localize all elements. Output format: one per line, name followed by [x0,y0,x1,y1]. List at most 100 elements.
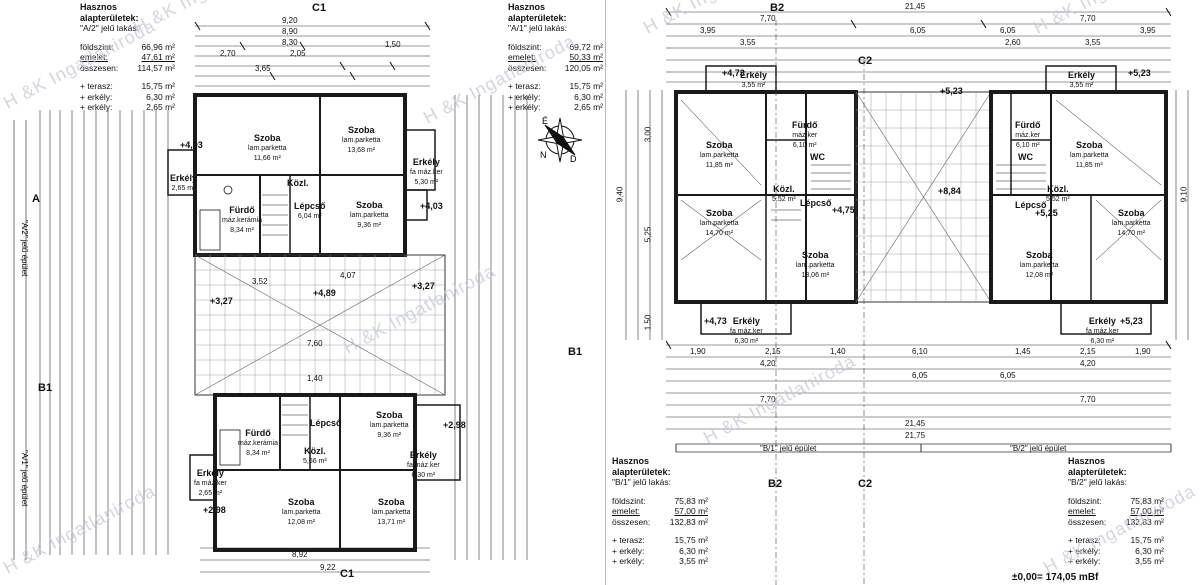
dim-label: 7,70 [760,14,776,23]
info-block-b1: Hasznos alapterületek: "B/1" jelű lakás:… [612,456,708,567]
room-label: Közl. [287,178,309,188]
level-mark: +2,98 [203,505,226,515]
room-label: Szoba lam.parketta 14,70 m² [1112,208,1151,237]
sheet-divider [605,0,606,585]
level-mark: +4,73 [722,68,745,78]
info-subtitle: "A/1" jelű lakás: [508,23,567,33]
info-row: emelet:47,61 m² [80,52,175,62]
section-mark-b1-right: B1 [568,346,583,358]
info-row: földszint:66,96 m² [80,41,175,52]
svg-text:É: É [542,116,548,126]
dim-label: 3,00 [643,126,653,143]
room-label: Erkély 3,55 m² [1068,70,1096,89]
section-mark-c2-top: C2 [858,55,873,67]
dim-label: 1,50 [385,40,401,49]
section-mark-c1-top: C1 [312,2,327,14]
room-label: Erkély fa máz.ker 5,30 m² [410,157,443,186]
section-mark-c2-bottom: C2 [858,478,873,490]
info-row: földszint:69,72 m² [508,41,603,52]
room-label: Erkély fa máz.ker 6,30 m² [730,316,763,345]
dim-label: 8,30 [282,38,298,47]
dim-label: 7,70 [1080,395,1096,404]
dim-label: 3,55 [740,38,756,47]
level-mark: +4,89 [313,288,336,298]
info-title: Hasznos alapterületek: [1068,456,1127,477]
info-row: + erkély:3,55 m² [1068,556,1164,566]
room-label: Szoba lam.parketta 9,36 m² [370,410,409,439]
info-subtitle: "A/2" jelű lakás: [80,23,139,33]
svg-text:N: N [540,150,547,160]
room-label: Szoba lam.parketta 11,85 m² [1070,140,1109,169]
room-label: Szoba lam.parketta 11,85 m² [700,140,739,169]
info-block-b2: Hasznos alapterületek: "B/2" jelű lakás:… [1068,456,1164,567]
info-block-a1: Hasznos alapterületek: "A/1" jelű lakás:… [508,2,603,113]
info-row: földszint:75,83 m² [1068,495,1164,506]
room-label: Szoba lam.parketta 9,36 m² [350,200,389,229]
level-mark: +5,23 [1120,316,1143,326]
info-row: + erkély:6,30 m² [1068,545,1164,556]
dim-label: 1,90 [690,347,706,356]
info-row: + terasz:15,75 m² [508,81,603,91]
dim-label: 3,52 [252,277,268,286]
dim-label: 9,40 [615,186,625,203]
room-label: Szoba lam.parketta 14,70 m² [700,208,739,237]
dim-label: 1,50 [643,314,653,331]
dim-label: 1,90 [1135,347,1151,356]
level-mark: +3,27 [210,296,233,306]
svg-text:"A/2" jelű épület: "A/2" jelű épület [20,220,29,277]
info-row: + erkély:6,30 m² [612,545,708,556]
room-label: Erkély fa máz.ker 6,30 m² [407,450,440,479]
dim-label: 9,22 [320,563,336,572]
room-label: Lépcső [800,198,832,208]
info-row: + erkély:2,65 m² [508,102,603,112]
room-label: Szoba lam.parketta 12,08 m² [1020,250,1059,279]
svg-text:"A/1" jelű épület: "A/1" jelű épület [20,450,29,507]
room-label: Közl. 5,52 m² [772,184,796,203]
room-label: Lépcső [1015,200,1047,210]
dim-label: 21,45 [905,2,926,11]
level-mark: +4,03 [420,201,443,211]
info-row: + erkély:6,30 m² [80,91,175,102]
info-row: összesen:120,05 m² [508,62,603,73]
info-row: összesen:132,83 m² [612,516,708,527]
dim-label: 3,55 [1085,38,1101,47]
room-label: Fürdő máz.kerámia 8,34 m² [238,428,279,457]
section-mark-a: A [32,193,40,205]
dim-label: 3,65 [255,64,271,73]
elevation-reference: ±0,00= 174,05 mBf [1012,572,1099,583]
dim-label: 6,05 [1000,371,1016,380]
dim-label: 21,45 [905,419,926,428]
info-row: + erkély:2,65 m² [80,102,175,112]
room-label: Lépcső 6,04 m² [294,201,326,220]
room-label: Erkély 2,65 m² [170,173,198,192]
info-title: Hasznos alapterületek: [612,456,671,477]
dim-label: 5,25 [643,226,653,243]
room-label: Szoba lam.parketta 13,68 m² [342,125,381,154]
dim-label: 7,60 [307,339,323,348]
dim-label: 8,90 [282,27,298,36]
info-subtitle: "B/2" jelű lakás: [1068,477,1127,487]
room-label: Szoba lam.parketta 11,66 m² [248,133,287,162]
info-row: földszint:75,83 m² [612,495,708,506]
level-mark: +4,73 [704,316,727,326]
dim-label: 7,70 [760,395,776,404]
level-mark: +4,75 [832,205,855,215]
level-mark: +3,27 [412,281,435,291]
level-mark: +5,25 [1035,208,1058,218]
room-label: Lépcső [310,418,342,428]
info-row: emelet:50,33 m² [508,52,603,62]
info-row: + erkély:3,55 m² [612,556,708,566]
dim-label: 6,05 [1000,26,1016,35]
info-row: + terasz:15,75 m² [80,81,175,91]
info-row: + terasz:15,75 m² [612,535,708,545]
info-row: összesen:132,83 m² [1068,516,1164,527]
room-label: Közl. 5,66 m² [303,446,327,465]
section-mark-b1-left: B1 [38,382,53,394]
level-mark: +5,23 [1128,68,1151,78]
left-floor-plan: N D É "A/2" jelű épület "A/1" jelű épüle… [13,21,583,573]
info-subtitle: "B/1" jelű lakás: [612,477,671,487]
section-mark-b2-top: B2 [770,2,785,14]
room-label: Fürdő máz.kerámia 8,34 m² [222,205,263,234]
info-block-a2: Hasznos alapterületek: "A/2" jelű lakás:… [80,2,175,113]
